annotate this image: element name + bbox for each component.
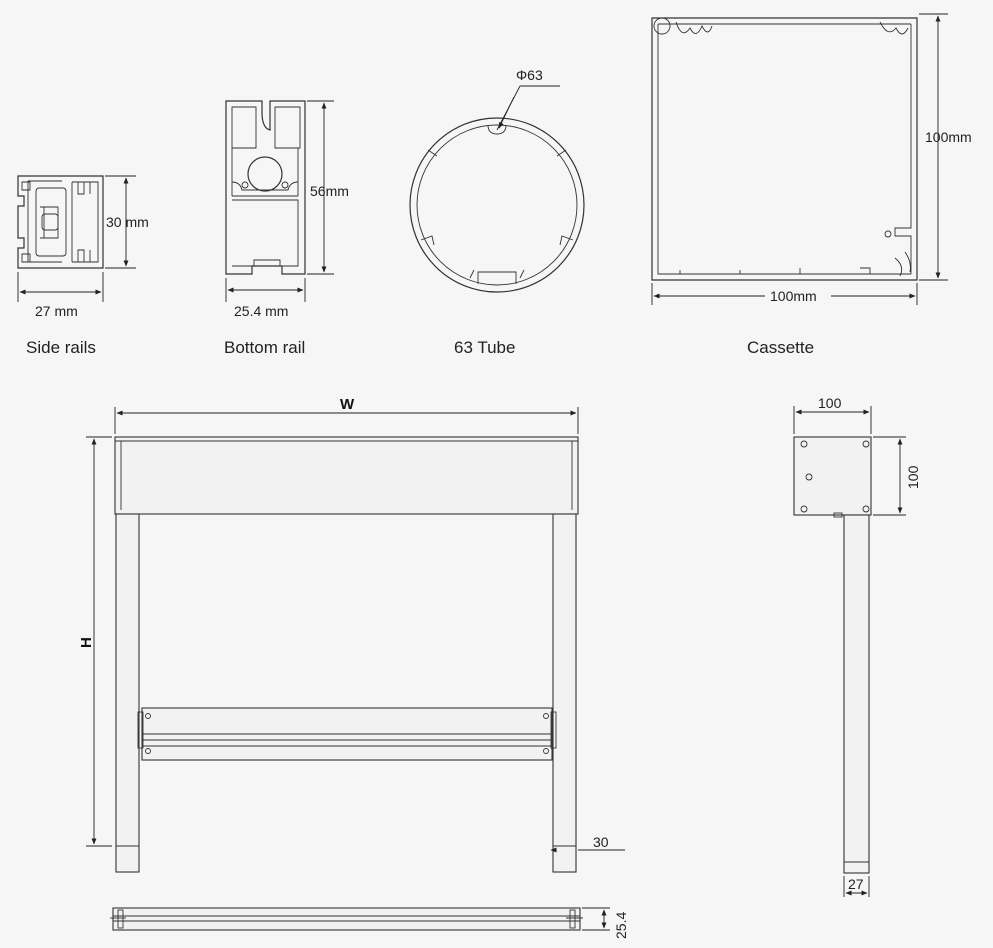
cassette-profile	[651, 17, 918, 281]
side-view	[793, 436, 872, 874]
side-view-dimensions	[793, 406, 906, 897]
side-rail-profile	[17, 175, 104, 269]
bottom-rail-width-label: 25.4 mm	[234, 303, 288, 319]
side-rail-width-label: 27 mm	[35, 303, 78, 319]
bottom-rail-dimensions	[225, 100, 334, 302]
side-rail-dimensions	[17, 175, 136, 302]
bottom-rail-height-label: 56mm	[310, 183, 349, 199]
caption-tube: 63 Tube	[454, 338, 516, 357]
front-width-label: W	[340, 396, 355, 413]
caption-bottom-rail: Bottom rail	[224, 338, 306, 357]
side-view-rail-label: 27	[848, 876, 864, 892]
front-rail-width-label: 30	[593, 834, 609, 850]
side-view-right-label: 100	[905, 465, 921, 489]
front-view	[114, 436, 579, 873]
bottom-view-height-label: 25.4	[613, 912, 629, 939]
cassette-width-label: 100mm	[770, 288, 817, 304]
bottom-rail-profile	[225, 100, 306, 275]
cassette-height-label: 100mm	[925, 129, 972, 145]
front-height-label: H	[78, 637, 95, 648]
tube-profile	[409, 85, 585, 293]
side-view-top-label: 100	[818, 395, 842, 411]
side-rail-height-label: 30 mm	[106, 214, 149, 230]
bottom-view-dimensions	[582, 907, 610, 931]
caption-side-rails: Side rails	[26, 338, 96, 357]
tube-diameter-label: Φ63	[516, 67, 543, 83]
bottom-view	[110, 907, 583, 931]
front-view-dimensions	[86, 407, 625, 853]
cassette-dimensions	[651, 13, 948, 305]
caption-cassette: Cassette	[747, 338, 815, 357]
